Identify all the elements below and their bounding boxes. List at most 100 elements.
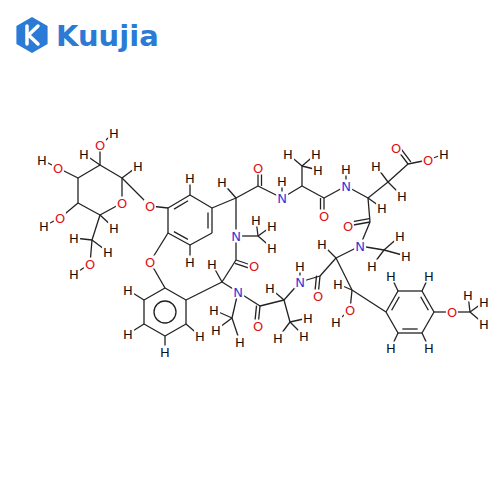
atom-label: N: [354, 240, 366, 253]
atom-label: O: [446, 306, 458, 319]
atom-label: O: [144, 200, 156, 213]
atom-label: H: [366, 260, 378, 273]
atom-label: H: [184, 172, 196, 185]
bond-line: [165, 288, 186, 300]
atom-label: H: [302, 312, 314, 325]
atom-label: H: [385, 342, 397, 355]
atom-label: H: [38, 220, 50, 233]
atom-label: H: [266, 220, 278, 233]
brand-hexagon: [16, 17, 47, 53]
atom-label: H: [264, 282, 276, 295]
atom-label: N: [230, 230, 242, 243]
bond-line: [211, 208, 212, 233]
atom-label: H: [68, 232, 80, 245]
atom-label: H: [330, 316, 342, 329]
atom-label: O: [252, 162, 264, 175]
atom-label: H: [122, 284, 134, 297]
bond-line: [386, 312, 398, 333]
bond-line: [185, 300, 186, 324]
atom-label: H: [423, 270, 435, 283]
atom-label: H: [102, 246, 114, 259]
bond-line: [260, 300, 284, 306]
atom-label: H: [272, 332, 284, 345]
atom-label: H: [194, 330, 206, 343]
bond-line: [398, 332, 422, 333]
atom-label: O: [54, 212, 66, 225]
atom-label: H: [108, 127, 120, 140]
atom-label: H: [294, 260, 306, 273]
atom-label: H: [400, 250, 412, 263]
atom-label: H: [396, 190, 408, 203]
bond-line: [236, 186, 258, 198]
bond-line: [144, 288, 165, 300]
bond-line: [186, 282, 222, 300]
atom-label: O: [422, 154, 434, 167]
atom-label: N: [340, 180, 352, 193]
atom-label: H: [394, 230, 406, 243]
atom-label: H: [282, 148, 294, 161]
atom-label: H: [159, 346, 171, 359]
bond-line: [174, 232, 188, 240]
brand-icon: [16, 17, 47, 53]
brand-mark: [27, 26, 38, 44]
bond-line: [190, 233, 212, 245]
atom-label: H: [208, 304, 220, 317]
atom-label: H: [340, 163, 352, 176]
atom-label: O: [318, 210, 330, 223]
atom-label: O: [94, 139, 106, 152]
brand-name: Kuujia: [56, 22, 159, 51]
atom-label: H: [68, 268, 80, 281]
bond-line: [398, 290, 422, 291]
atom-label: O: [84, 258, 96, 271]
atom-label: H: [316, 238, 328, 251]
atom-label: H: [184, 256, 196, 269]
atom-label: H: [250, 214, 262, 227]
bond-line: [207, 213, 208, 229]
bond-line: [368, 182, 388, 198]
atom-label: H: [438, 148, 450, 161]
bond-line: [320, 258, 336, 276]
atom-label: H: [312, 164, 324, 177]
bond-line: [284, 300, 290, 322]
atom-label: O: [390, 142, 402, 155]
bond-line: [167, 208, 168, 233]
atom-label: H: [234, 336, 246, 349]
bond-line: [78, 165, 100, 178]
atom-label: H: [132, 160, 144, 173]
atom-label: O: [312, 290, 324, 303]
bond-line: [422, 312, 434, 333]
atom-label: H: [462, 289, 474, 302]
bond-line: [78, 203, 100, 215]
bond-line: [100, 165, 122, 178]
bond-line: [392, 297, 400, 310]
bond-line: [144, 324, 165, 336]
atom-label: H: [78, 148, 90, 161]
atom-label: H: [298, 330, 310, 343]
bond-line: [165, 324, 186, 336]
atom-label: O: [52, 162, 64, 175]
bond-line: [92, 215, 100, 240]
bond-line: [143, 300, 144, 324]
bond-line: [212, 198, 236, 208]
atom-label: N: [276, 192, 288, 205]
atom-label: H: [210, 324, 222, 337]
atom-label: N: [232, 286, 244, 299]
atom-label: O: [344, 304, 356, 317]
bond-line: [301, 166, 302, 186]
atom-label: H: [478, 318, 490, 331]
atom-label: H: [266, 242, 278, 255]
atom-label: H: [370, 160, 382, 173]
bond-lines: [42, 133, 484, 352]
bond-line: [402, 328, 417, 329]
bond-line: [222, 260, 236, 282]
atom-label: O: [342, 220, 354, 233]
bond-line: [190, 195, 212, 208]
aromatic-circle: [154, 301, 176, 323]
atom-label: N: [294, 276, 306, 289]
atom-label: H: [108, 222, 120, 235]
bond-line: [352, 290, 386, 312]
atom-label: O: [144, 256, 156, 269]
atom-label: H: [310, 148, 322, 161]
